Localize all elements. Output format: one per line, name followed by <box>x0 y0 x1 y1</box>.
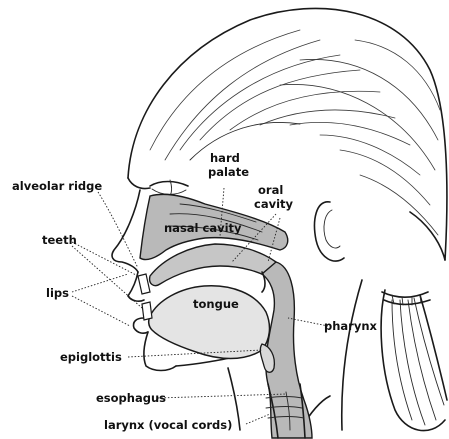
label-oral-cavity-line2: cavity <box>254 197 294 211</box>
label-pharynx: pharynx <box>324 319 378 333</box>
label-hard-palate-line2: palate <box>208 165 249 179</box>
label-alveolar-ridge: alveolar ridge <box>12 179 102 193</box>
label-esophagus: esophagus <box>96 391 166 405</box>
oral-cavity-shape <box>150 244 281 286</box>
ponytail <box>381 290 447 431</box>
label-tongue: tongue <box>193 297 239 311</box>
label-epiglottis: epiglottis <box>60 350 122 364</box>
label-oral-cavity-line1: oral <box>258 183 283 197</box>
label-larynx: larynx (vocal cords) <box>104 418 232 432</box>
label-nasal-cavity: nasal cavity <box>164 221 242 235</box>
upper-teeth <box>138 274 150 294</box>
lower-teeth <box>142 302 152 320</box>
label-teeth: teeth <box>42 233 77 247</box>
label-lips: lips <box>46 286 69 300</box>
label-hard-palate-line1: hard <box>210 151 240 165</box>
